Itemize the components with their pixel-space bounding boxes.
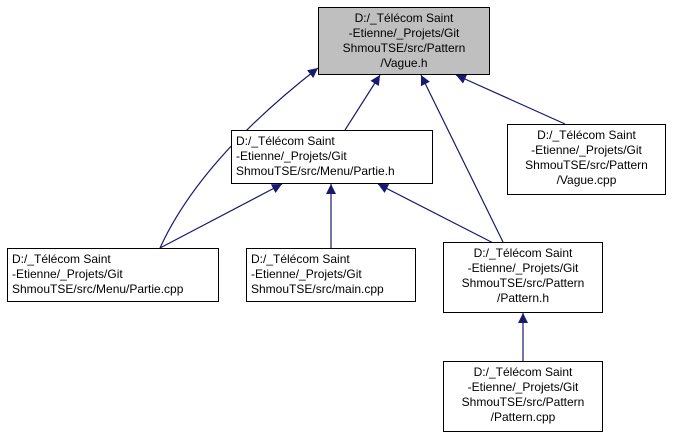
node-line: -Etienne/_Projets/Git	[467, 261, 579, 275]
node-line: -Etienne/_Projets/Git	[467, 380, 579, 394]
node-line: ShmouTSE/src/Menu/Partie.h	[236, 164, 395, 178]
node-line: -Etienne/_Projets/Git	[236, 149, 347, 163]
node-line: /Vague.h	[380, 56, 428, 70]
node-line: ShmouTSE/src/Pattern	[342, 41, 466, 55]
node-line: /Vague.cpp	[556, 173, 617, 187]
node-line: D:/_Télécom Saint	[537, 128, 636, 142]
node-line: D:/_Télécom Saint	[12, 252, 111, 266]
node-line: ShmouTSE/src/Pattern	[461, 395, 585, 409]
node-line: ShmouTSE/src/Pattern	[461, 276, 585, 290]
node-line: D:/_Télécom Saint	[236, 134, 335, 148]
edge-partie-cpp-to-vague-h	[159, 67, 319, 249]
node-line: -Etienne/_Projets/Git	[531, 143, 642, 157]
edge-partie-h-to-vague-h	[344, 74, 381, 131]
node-partie-cpp[interactable]: D:/_Télécom Saint -Etienne/_Projets/Git …	[7, 248, 219, 302]
node-line: D:/_Télécom Saint	[251, 252, 350, 266]
node-line: D:/_Télécom Saint	[354, 11, 454, 25]
node-line: ShmouTSE/src/Pattern	[525, 158, 648, 172]
node-line: ShmouTSE/src/Menu/Partie.cpp	[12, 282, 184, 296]
node-pattern-h[interactable]: D:/_Télécom Saint -Etienne/_Projets/Git …	[443, 242, 603, 313]
node-main-cpp[interactable]: D:/_Télécom Saint -Etienne/_Projets/Git …	[246, 248, 416, 302]
node-pattern-cpp[interactable]: D:/_Télécom Saint -Etienne/_Projets/Git …	[443, 361, 603, 432]
edge-partie-cpp-to-partie-h	[159, 183, 283, 249]
node-line: ShmouTSE/src/main.cpp	[251, 282, 384, 296]
node-line: -Etienne/_Projets/Git	[348, 26, 460, 40]
node-line: D:/_Télécom Saint	[473, 365, 573, 379]
edge-pattern-h-to-partie-h	[377, 183, 504, 249]
node-line: -Etienne/_Projets/Git	[251, 267, 362, 281]
edge-vague-cpp-to-vague-h	[455, 74, 566, 125]
node-vague-cpp[interactable]: D:/_Télécom Saint -Etienne/_Projets/Git …	[507, 124, 666, 195]
node-vague-h: D:/_Télécom Saint -Etienne/_Projets/Git …	[318, 7, 490, 75]
node-line: /Pattern.h	[496, 291, 550, 305]
edge-pattern-h-to-vague-h	[420, 74, 504, 243]
node-line: D:/_Télécom Saint	[473, 246, 573, 260]
node-partie-h[interactable]: D:/_Télécom Saint -Etienne/_Projets/Git …	[231, 130, 433, 184]
node-line: -Etienne/_Projets/Git	[12, 267, 123, 281]
node-line: /Pattern.cpp	[490, 410, 556, 424]
